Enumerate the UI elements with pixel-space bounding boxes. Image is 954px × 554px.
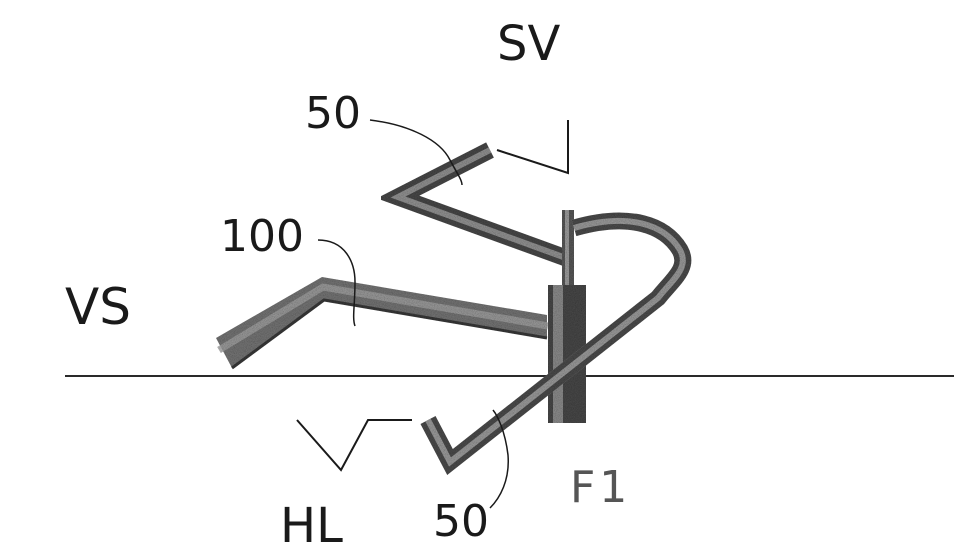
label-hl: HL	[280, 498, 343, 554]
leader-50-bottom	[489, 409, 509, 509]
main-member-100	[216, 277, 549, 370]
label-100: 100	[220, 211, 304, 262]
label-f1: F1	[570, 462, 632, 513]
sv-indicator	[496, 120, 569, 175]
leader-100	[317, 239, 356, 327]
leader-50-top	[369, 119, 463, 186]
label-50-bottom: 50	[433, 496, 489, 547]
label-vs: VS	[65, 278, 131, 336]
hl-indicator	[296, 419, 412, 472]
label-sv: SV	[497, 16, 561, 72]
upper-zigzag-member	[376, 142, 569, 266]
lower-loop-member	[420, 212, 692, 476]
label-50-top: 50	[305, 88, 361, 139]
